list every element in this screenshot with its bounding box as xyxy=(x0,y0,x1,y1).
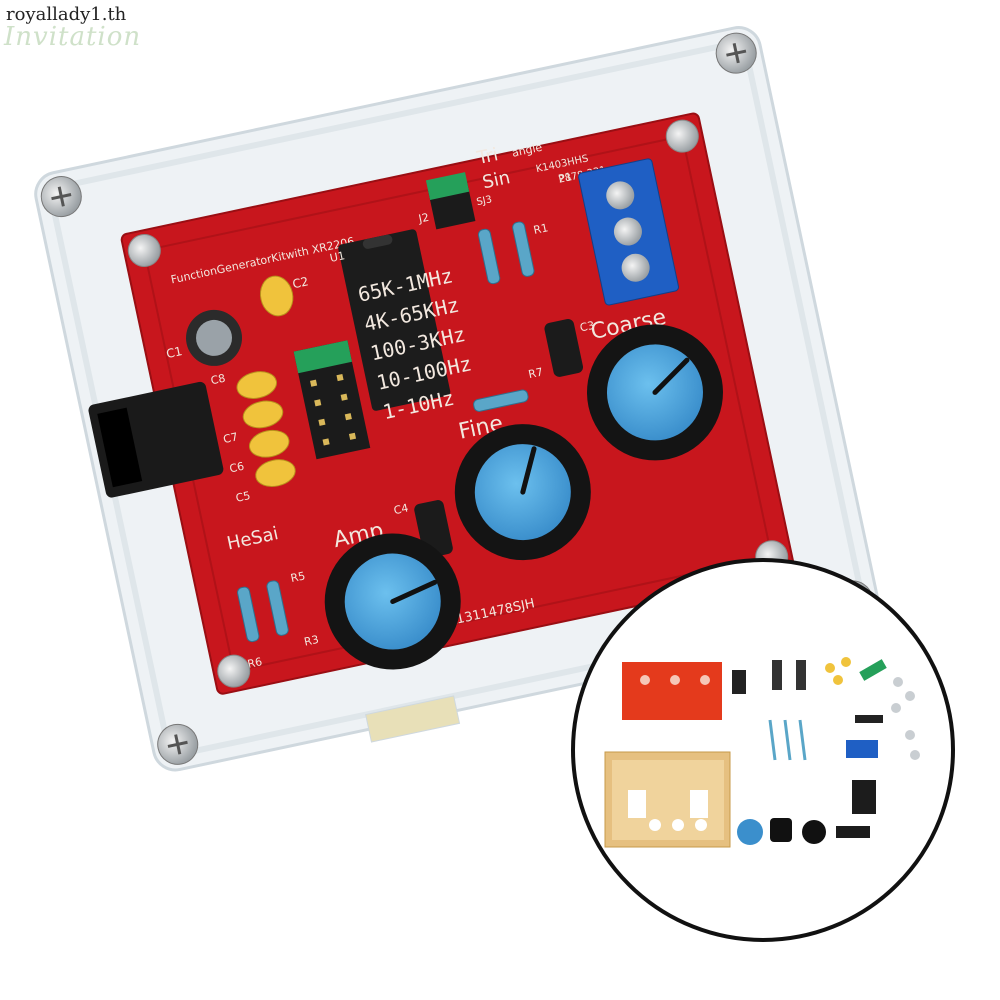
svg-text:C3: C3 xyxy=(579,319,596,335)
inset-ceramic-caps xyxy=(825,657,851,685)
wave-label-angle: angle xyxy=(511,141,544,160)
inset-knobs xyxy=(737,818,826,845)
svg-text:P1: P1 xyxy=(557,170,573,186)
svg-text:C6: C6 xyxy=(228,460,245,476)
svg-text:U1: U1 xyxy=(329,249,346,265)
svg-text:C1: C1 xyxy=(165,344,184,361)
inset-terminal-block xyxy=(846,740,878,758)
inset-jumper xyxy=(859,659,887,681)
inset-ic-socket xyxy=(852,780,876,814)
svg-text:R1: R1 xyxy=(532,221,549,237)
inset-resistors xyxy=(768,719,807,761)
xr2206-ic: U1 xyxy=(329,229,451,411)
watermark: royallady1.th Invitation xyxy=(4,4,140,52)
dc-jack-icon xyxy=(88,381,224,498)
svg-text:C5: C5 xyxy=(235,489,252,505)
svg-text:R3: R3 xyxy=(303,633,320,649)
ceramic-capacitors xyxy=(236,275,296,487)
wave-jumper: J2 SJ3 xyxy=(416,172,494,230)
svg-text:SJ3: SJ3 xyxy=(476,194,494,208)
inset-pin-header xyxy=(855,715,883,723)
inset-acrylic-plates xyxy=(604,751,731,848)
capacitor-c1: C1 xyxy=(165,309,243,366)
svg-text:R6: R6 xyxy=(246,655,263,671)
function-generator-device: FunctionGeneratorKitwith XR2206 HeSai C1… xyxy=(34,26,880,772)
inset-ic xyxy=(836,826,870,838)
inset-dc-jack xyxy=(732,670,746,694)
wave-label-tri: Tri xyxy=(474,144,500,169)
svg-text:R5: R5 xyxy=(289,569,306,585)
terminal-block: P1 xyxy=(557,158,680,306)
inset-potentiometer-1 xyxy=(772,660,782,690)
inset-potentiometer-2 xyxy=(796,660,806,690)
inset-screws xyxy=(891,677,920,760)
inset-pcb xyxy=(622,662,722,720)
resistors xyxy=(237,221,535,643)
svg-text:C7: C7 xyxy=(222,430,239,446)
svg-text:C8: C8 xyxy=(210,372,227,388)
svg-text:J2: J2 xyxy=(416,211,430,226)
knob-amp-icon xyxy=(324,533,461,670)
capacitor-c3 xyxy=(544,319,584,377)
range-pin-header xyxy=(293,340,371,460)
knob-fine-icon xyxy=(454,424,591,561)
kit-parts-inset xyxy=(571,558,955,942)
svg-text:R7: R7 xyxy=(527,365,544,381)
knob-coarse-icon xyxy=(586,324,723,461)
watermark-script: Invitation xyxy=(4,22,142,52)
watermark-text: royallady1.th xyxy=(6,4,127,25)
svg-text:C2: C2 xyxy=(291,274,310,291)
svg-text:C4: C4 xyxy=(393,501,410,517)
